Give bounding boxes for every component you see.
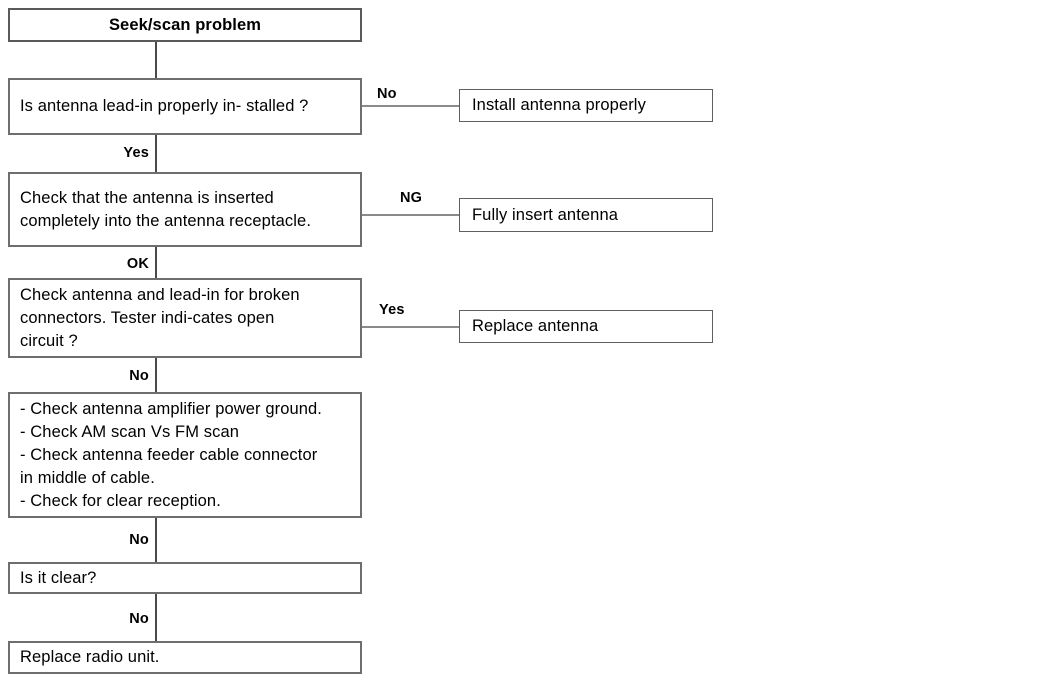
node-additional-checks-list[interactable]: - Check antenna amplifier power ground. …	[8, 392, 362, 518]
node-label: Install antenna properly	[472, 96, 646, 114]
node-label: Check antenna and lead-in for broken con…	[20, 285, 300, 350]
node-label: Seek/scan problem	[108, 15, 262, 34]
connector-q2-to-fully-insert	[361, 214, 460, 216]
node-replace-antenna[interactable]: Replace antenna	[459, 310, 713, 343]
node-label: Fully insert antenna	[472, 205, 618, 224]
edge-label-q2-ng: NG	[400, 190, 423, 206]
connector-q2-to-q3	[155, 246, 157, 279]
edge-label-q4-no: No	[129, 611, 149, 627]
node-seek-scan-problem[interactable]: Seek/scan problem	[8, 8, 362, 42]
node-label: Check that the antenna is inserted compl…	[20, 188, 311, 230]
node-check-broken-connectors[interactable]: Check antenna and lead-in for broken con…	[8, 278, 362, 358]
node-label: Is antenna lead-in properly in- stalled …	[20, 97, 309, 115]
edge-label-q1-no: No	[377, 86, 397, 102]
connector-start-to-q1	[155, 41, 157, 79]
edge-label-checks-no: No	[129, 532, 149, 548]
connector-q3-to-replace-antenna	[361, 326, 460, 328]
node-label: Is it clear?	[20, 568, 97, 587]
edge-label-q1-yes: Yes	[123, 145, 149, 161]
connector-q3-to-checks	[155, 357, 157, 393]
connector-q1-to-q2	[155, 134, 157, 173]
node-install-antenna-properly[interactable]: Install antenna properly	[459, 89, 713, 122]
node-question-antenna-lead-in[interactable]: Is antenna lead-in properly in- stalled …	[8, 78, 362, 135]
connector-q1-to-install-antenna	[361, 105, 460, 107]
edge-label-q3-no: No	[129, 368, 149, 384]
connector-checks-to-q4	[155, 517, 157, 563]
node-replace-radio-unit[interactable]: Replace radio unit.	[8, 641, 362, 674]
edge-label-q3-yes: Yes	[379, 302, 405, 318]
node-label: - Check antenna amplifier power ground. …	[20, 399, 322, 510]
edge-label-q2-ok: OK	[126, 256, 149, 272]
node-label: Replace radio unit.	[20, 648, 160, 666]
node-question-is-it-clear[interactable]: Is it clear?	[8, 562, 362, 594]
node-label: Replace antenna	[472, 317, 599, 335]
node-fully-insert-antenna[interactable]: Fully insert antenna	[459, 198, 713, 232]
connector-q4-to-end	[155, 593, 157, 641]
node-check-antenna-inserted[interactable]: Check that the antenna is inserted compl…	[8, 172, 362, 247]
